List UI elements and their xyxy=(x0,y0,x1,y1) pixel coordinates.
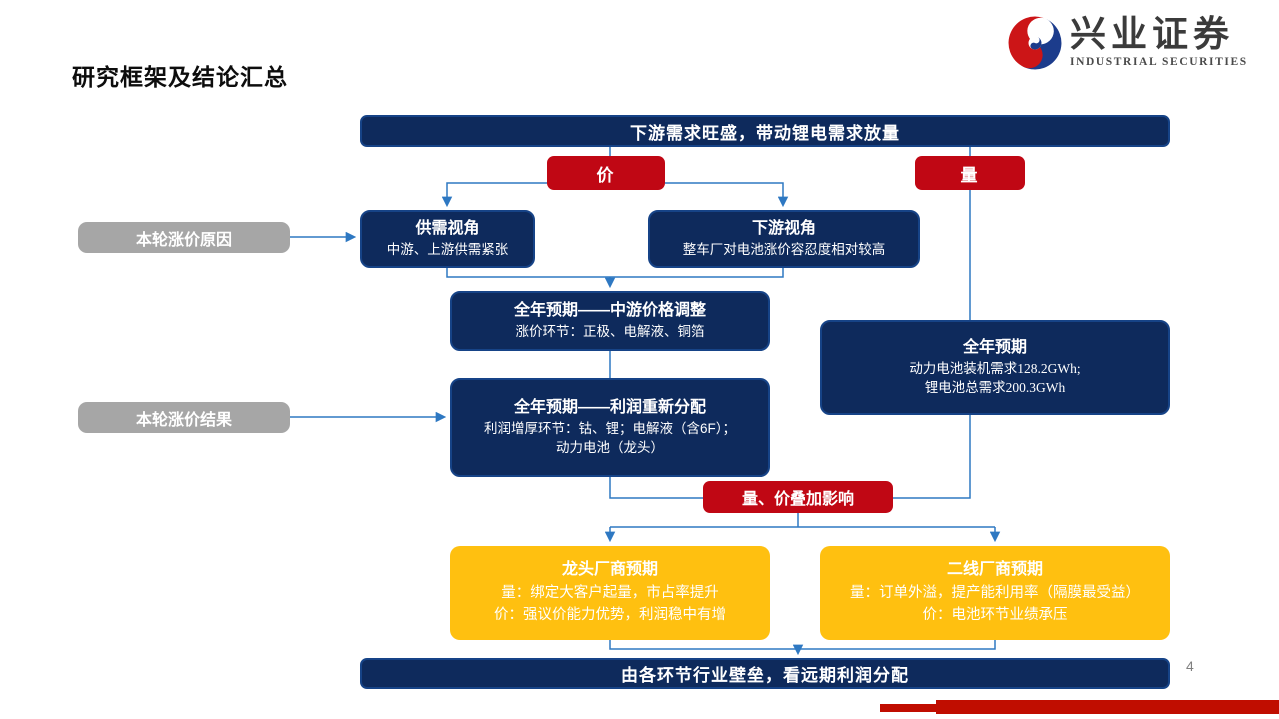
connector-overlay-split xyxy=(610,513,995,528)
page-title: 研究框架及结论汇总 xyxy=(72,64,288,90)
logo-cn: 兴业证券 xyxy=(1070,14,1235,54)
connector-makers-merge xyxy=(609,640,996,650)
connector-price-to-supply xyxy=(441,182,550,208)
second-tier-box: 二线厂商预期 量：订单外溢，提产能利用率（隔膜最受益） 价：电池环节业绩承压 xyxy=(820,546,1170,640)
footer-red-bar-main xyxy=(936,700,1279,714)
logo-text: 兴业证券 INDUSTRIAL SECURITIES xyxy=(1070,14,1248,68)
logo-en: INDUSTRIAL SECURITIES xyxy=(1070,55,1248,68)
downstream-box: 下游视角 整车厂对电池涨价容忍度相对较高 xyxy=(648,210,920,268)
annual-volume-line1: 动力电池装机需求128.2GWh; xyxy=(909,360,1081,376)
top-banner: 下游需求旺盛，带动锂电需求放量 xyxy=(360,115,1170,147)
connector-profit-to-overlay xyxy=(609,477,703,499)
annual-volume-line2: 锂电池总需求200.3GWh xyxy=(924,380,1066,396)
profit-redistribution-title: 全年预期——利润重新分配 xyxy=(513,399,706,417)
supply-demand-box: 供需视角 中游、上游供需紧张 xyxy=(360,210,535,268)
page-number: 4 xyxy=(1186,658,1194,674)
leader-line2: 价：强议价能力优势，利润稳中有增 xyxy=(494,607,726,624)
leader-title: 龙头厂商预期 xyxy=(561,561,658,579)
mid-price-title: 全年预期——中游价格调整 xyxy=(513,302,706,320)
annual-volume-box: 全年预期 动力电池装机需求128.2GWh; 锂电池总需求200.3GWh xyxy=(820,320,1170,415)
bottom-banner: 由各环节行业壁垒，看远期利润分配 xyxy=(360,658,1170,689)
connector-views-merge xyxy=(446,268,784,278)
annual-volume-title: 全年预期 xyxy=(962,339,1027,357)
profit-redistribution-box: 全年预期——利润重新分配 利润增厚环节：钴、锂；电解液（含6F）； 动力电池（龙… xyxy=(450,378,770,477)
supply-demand-title: 供需视角 xyxy=(415,220,480,238)
connector-price-to-downstream xyxy=(665,182,789,208)
supply-demand-desc: 中游、上游供需紧张 xyxy=(386,242,509,258)
result-label: 本轮涨价结果 xyxy=(78,402,290,433)
footer-red-bar-thin xyxy=(880,704,938,712)
connector-annual-to-overlay xyxy=(893,415,971,499)
profit-redistribution-line2: 动力电池（龙头） xyxy=(556,440,664,456)
downstream-desc: 整车厂对电池涨价容忍度相对较高 xyxy=(682,242,886,258)
second-tier-line2: 价：电池环节业绩承压 xyxy=(922,607,1068,624)
leader-line1: 量：绑定大客户起量，市占率提升 xyxy=(501,584,719,601)
volume-tag: 量 xyxy=(915,156,1025,190)
second-tier-title: 二线厂商预期 xyxy=(946,561,1043,579)
logo: 兴业证券 INDUSTRIAL SECURITIES xyxy=(1008,14,1248,70)
overlay-tag: 量、价叠加影响 xyxy=(703,481,893,513)
second-tier-line1: 量：订单外溢，提产能利用率（隔膜最受益） xyxy=(850,584,1140,601)
mid-price-desc: 涨价环节：正极、电解液、铜箔 xyxy=(515,324,705,340)
reason-label: 本轮涨价原因 xyxy=(78,222,290,253)
downstream-title: 下游视角 xyxy=(751,220,816,238)
price-tag: 价 xyxy=(547,156,665,190)
profit-redistribution-line1: 利润增厚环节：钴、锂；电解液（含6F）； xyxy=(483,420,736,436)
logo-swirl-icon xyxy=(1008,16,1062,70)
mid-price-box: 全年预期——中游价格调整 涨价环节：正极、电解液、铜箔 xyxy=(450,291,770,351)
leader-box: 龙头厂商预期 量：绑定大客户起量，市占率提升 价：强议价能力优势，利润稳中有增 xyxy=(450,546,770,640)
